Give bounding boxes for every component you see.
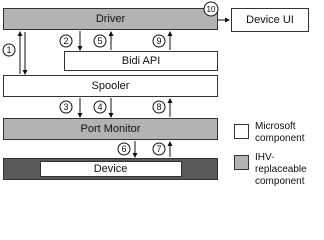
device-ui-box: Device UI	[231, 8, 309, 32]
step-3: 3	[59, 100, 73, 114]
svg-text:9: 9	[156, 36, 161, 46]
bidi-api-label: Bidi API	[121, 55, 161, 67]
step-9: 9	[152, 34, 166, 48]
bidi-architecture-diagram: Driver Bidi API Spooler Port Monitor Dev…	[2, 1, 309, 187]
svg-text:8: 8	[156, 102, 161, 112]
legend-swatch-ihv	[234, 155, 249, 170]
port-monitor-box: Port Monitor	[3, 118, 218, 140]
legend-label-ihv: IHV-replaceable component	[255, 152, 307, 187]
step-1: 1	[2, 43, 16, 57]
port-monitor-label: Port Monitor	[80, 123, 141, 135]
step-6: 6	[117, 142, 131, 156]
legend-swatch-microsoft	[234, 124, 249, 139]
svg-text:4: 4	[97, 102, 102, 112]
step-4: 4	[93, 100, 107, 114]
driver-box: Driver	[3, 8, 218, 30]
device-box: Device	[3, 158, 218, 180]
device-inner-box: Device	[39, 161, 182, 177]
step-10: 10	[203, 1, 219, 17]
spooler-box: Spooler	[3, 75, 218, 97]
svg-text:6: 6	[121, 144, 126, 154]
step-markers: 1 2 5 9 3 4 8	[2, 1, 219, 156]
svg-text:7: 7	[156, 144, 161, 154]
svg-text:1: 1	[6, 45, 11, 55]
device-ui-label: Device UI	[246, 14, 294, 26]
svg-text:3: 3	[63, 102, 68, 112]
svg-text:10: 10	[207, 5, 216, 14]
step-2: 2	[59, 34, 73, 48]
legend-label-microsoft: Microsoft component	[255, 121, 305, 144]
step-5: 5	[93, 34, 107, 48]
step-8: 8	[152, 100, 166, 114]
svg-text:5: 5	[97, 36, 102, 46]
step-7: 7	[152, 142, 166, 156]
svg-text:2: 2	[63, 36, 68, 46]
spooler-label: Spooler	[91, 80, 130, 92]
driver-label: Driver	[95, 13, 126, 25]
flow-arrows: 1 2 5 9 3 4 8	[2, 1, 230, 158]
bidi-api-box: Bidi API	[64, 51, 218, 71]
device-label: Device	[93, 163, 128, 175]
